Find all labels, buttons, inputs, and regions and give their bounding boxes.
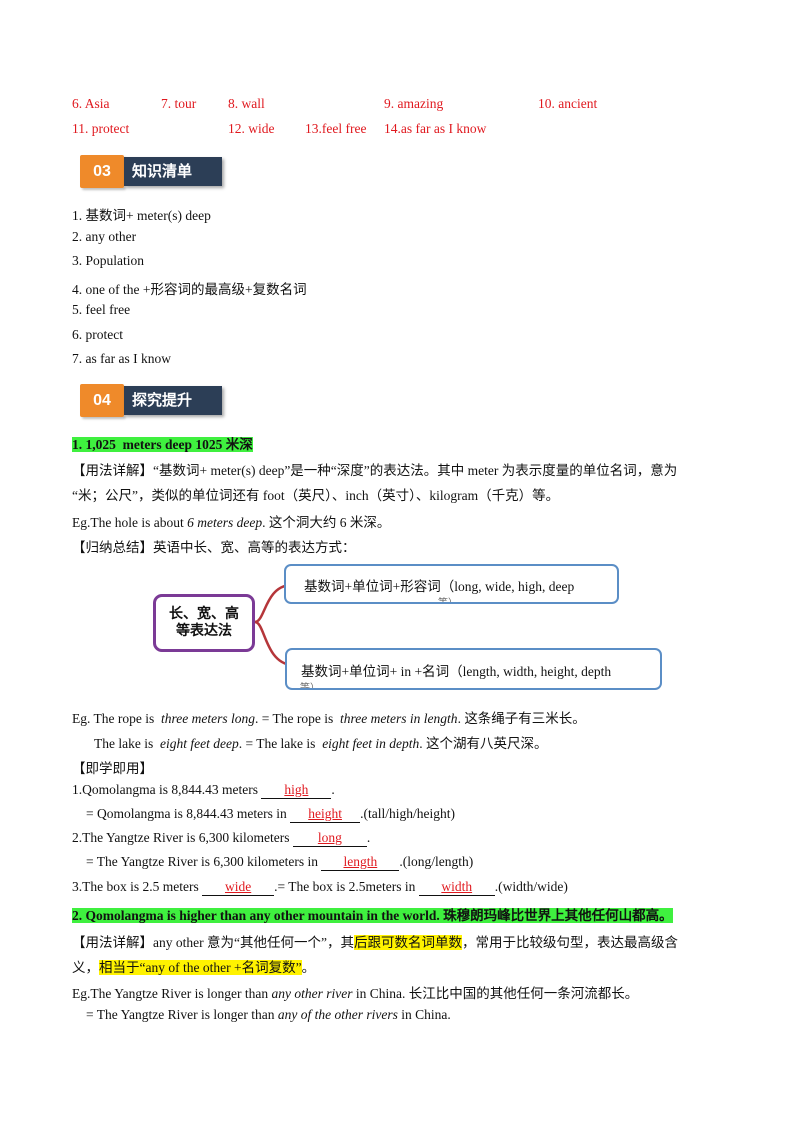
point1-heading-cn: 米深	[225, 437, 253, 452]
blank-2: height	[290, 806, 361, 823]
point1-example: Eg.The hole is about 6 meters deep. 这个洞大…	[72, 515, 391, 530]
blank-3: long	[292, 830, 367, 847]
section-title: 知识清单	[124, 157, 222, 186]
knowledge-item-3: 3. Population	[72, 253, 145, 268]
mindmap-center: 长、宽、高 等表达法	[153, 594, 255, 652]
point1-heading: 1. 1,025 meters deep 1025 米深	[72, 433, 253, 453]
blank-6: width	[418, 879, 495, 896]
section-number: 04	[80, 384, 124, 417]
point1-heading-num: 1. 1,025	[72, 437, 116, 452]
section-badge-04: 04 探究提升	[80, 384, 230, 417]
point2-example-2: = The Yangtze River is longer than any o…	[86, 1007, 451, 1022]
section-number: 03	[80, 155, 124, 188]
section-title: 探究提升	[124, 386, 222, 415]
knowledge-item-4: 4. one of the +形容词的最高级+复数名词	[72, 282, 307, 297]
mindmap-bottom-box: 基数词+单位词+ in +名词（length, width, height, d…	[285, 648, 662, 690]
point2-usage-line1: 【用法详解】any other 意为“其他任何一个”，其后跟可数名词单数，常用于…	[72, 935, 678, 950]
practice-q2b: = The Yangtze River is 6,300 kilometers …	[86, 854, 474, 871]
point1-heading-text: meters deep 1025	[122, 437, 223, 452]
point1-usage-line2: “米；公尺”，类似的单位词还有 foot（英尺）、inch（英寸）、kilogr…	[72, 488, 560, 503]
answer-14: 14.as far as I know	[384, 121, 487, 136]
answer-11: 11. protect	[72, 121, 130, 136]
answer-7: 7. tour	[161, 96, 197, 111]
point1-example-lake: The lake is eight feet deep. = The lake …	[94, 736, 548, 751]
answer-9: 9. amazing	[384, 96, 444, 111]
answer-8: 8. wall	[228, 96, 265, 111]
answer-6: 6. Asia	[72, 96, 110, 111]
knowledge-item-5: 5. feel free	[72, 302, 131, 317]
point1-example-rope: Eg. The rope is three meters long. = The…	[72, 711, 586, 726]
mindmap-top-box: 基数词+单位词+形容词（long, wide, high, deep 等）	[284, 564, 619, 604]
practice-title: 【即学即用】	[72, 761, 153, 776]
blank-4: length	[321, 854, 400, 871]
knowledge-item-1: 1. 基数词+ meter(s) deep	[72, 208, 211, 223]
knowledge-item-2: 2. any other	[72, 229, 137, 244]
point2-example: Eg.The Yangtze River is longer than any …	[72, 986, 639, 1001]
point1-usage-line1: 【用法详解】“基数词+ meter(s) deep”是一种“深度”的表达法。其中…	[72, 463, 678, 478]
point2-usage-line2: 义，相当于“any of the other +名词复数”。	[72, 960, 316, 975]
answer-13: 13.feel free	[305, 121, 367, 136]
knowledge-item-7: 7. as far as I know	[72, 351, 171, 366]
practice-q3: 3.The box is 2.5 meters wide.= The box i…	[72, 879, 568, 896]
practice-q1: 1.Qomolangma is 8,844.43 meters high.	[72, 782, 335, 799]
blank-1: high	[261, 782, 332, 799]
section-badge-03: 03 知识清单	[80, 155, 230, 188]
blank-5: wide	[202, 879, 275, 896]
answer-12: 12. wide	[228, 121, 275, 136]
practice-q2: 2.The Yangtze River is 6,300 kilometers …	[72, 830, 371, 847]
answer-10: 10. ancient	[538, 96, 598, 111]
practice-q1b: = Qomolangma is 8,844.43 meters in heigh…	[86, 806, 455, 823]
point1-summary: 【归纳总结】英语中长、宽、高等的表达方式：	[72, 540, 356, 555]
knowledge-item-6: 6. protect	[72, 327, 123, 342]
point2-heading: 2. Qomolangma is higher than any other m…	[72, 908, 673, 923]
